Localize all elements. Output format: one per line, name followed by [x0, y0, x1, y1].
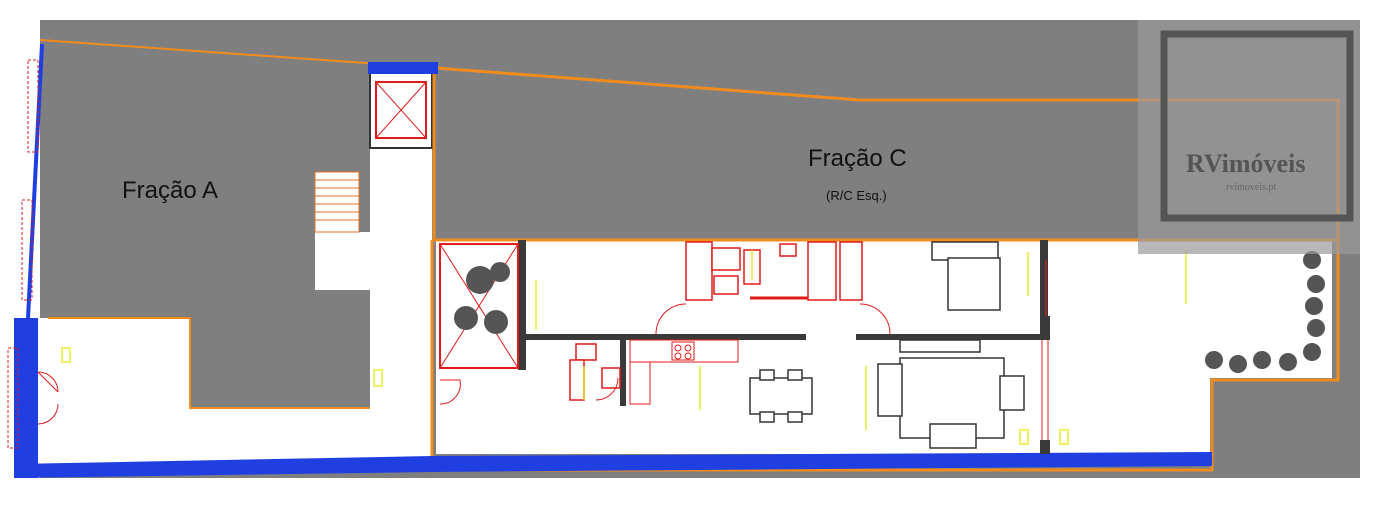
facade-wall-bottom [14, 452, 1212, 478]
lift-cross-2 [375, 81, 427, 139]
stairs [314, 171, 360, 233]
left-windows [7, 59, 39, 449]
entrance-door [37, 371, 59, 425]
kitchen-door [595, 377, 619, 401]
fraction-c-interior [436, 240, 1332, 454]
dimension-markers [61, 250, 1187, 445]
living-furniture [877, 339, 1025, 449]
watermark-brand: RVimóveis [1186, 149, 1305, 178]
lift-shaft [369, 71, 433, 149]
bed [931, 241, 1001, 311]
corridor-doors [655, 296, 891, 335]
facade-wall-lift-top [368, 62, 438, 74]
watermark-frame [1160, 30, 1354, 222]
street-strip [0, 478, 1378, 506]
fraction-c-label: Fração C [808, 145, 907, 172]
patio-door [439, 379, 461, 405]
interior-window-frames [1041, 260, 1049, 440]
fraction-a-interior-line [48, 317, 370, 409]
watermark: RVimóveis rvimoveis.pt [1138, 20, 1360, 254]
dining-table [749, 369, 813, 423]
terrace-plants [1205, 251, 1325, 373]
facade-wall-left [26, 43, 44, 319]
stove-burners [674, 344, 692, 360]
plants [454, 262, 510, 334]
fraction-c-sublabel: (R/C Esq.) [826, 188, 887, 203]
fraction-a-label: Fração A [122, 177, 218, 204]
kitchen-counter [629, 339, 739, 405]
fraction-a-open-area [22, 148, 432, 470]
watermark-url: rvimoveis.pt [1226, 182, 1276, 193]
lift-cabin [375, 81, 427, 139]
interior-walls [518, 240, 1050, 454]
